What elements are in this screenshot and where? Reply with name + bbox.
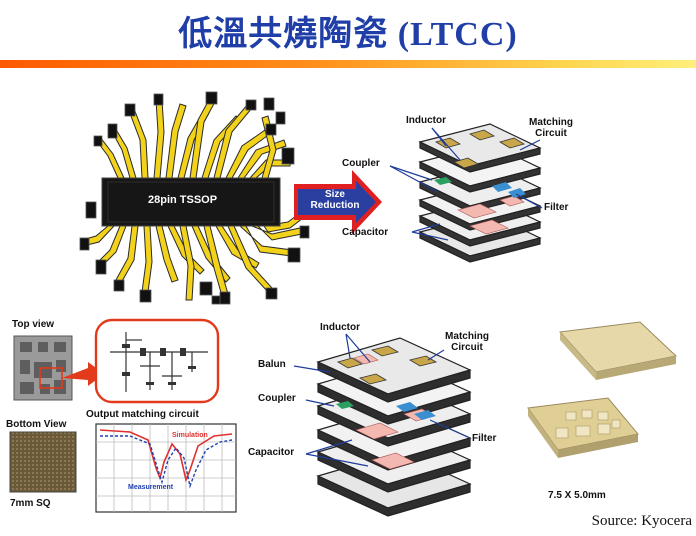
bottom-balun-label: Balun [258, 359, 286, 370]
chip-label: 28pin TSSOP [148, 194, 218, 206]
bottom-matching-line2: Circuit [451, 342, 483, 353]
size-square-label: 7mm SQ [10, 498, 51, 509]
top-view-label: Top view [12, 319, 55, 330]
plot-simulation-label: Simulation [172, 432, 208, 439]
title-underline-bar [0, 60, 696, 68]
package-size-label: 7.5 X 5.0mm [548, 490, 606, 501]
ltcc-layer-stack-bottom [293, 333, 472, 517]
bottom-inductor-label: Inductor [320, 322, 360, 333]
response-plot [95, 423, 237, 513]
output-matching-schematic [94, 318, 220, 404]
source-credit: Source: Kyocera [591, 513, 692, 529]
top-inductor-label: Inductor [406, 115, 446, 126]
size-reduction-arrow [294, 170, 382, 234]
bottom-coupler-label: Coupler [258, 393, 296, 404]
top-matching-circuit-label: Matching Circuit [520, 117, 582, 139]
size-reduction-label: Size Reduction [300, 189, 370, 211]
bottom-filter-label: Filter [472, 433, 497, 444]
ltcc-layer-stack-top [389, 123, 543, 263]
size-reduction-line1: Size [324, 189, 345, 200]
top-matching-line2: Circuit [535, 128, 567, 139]
plot-measurement-label: Measurement [128, 484, 174, 491]
top-matching-line1: Matching [529, 117, 573, 128]
bottom-view-photo [9, 431, 77, 493]
page-title: 低溫共燒陶瓷 (LTCC) [178, 16, 518, 53]
bottom-capacitor-label: Capacitor [248, 447, 295, 458]
top-view-photo [13, 335, 73, 401]
output-matching-label: Output matching circuit [86, 409, 199, 420]
top-coupler-label: Coupler [342, 158, 380, 169]
tssop-chip-illustration [79, 91, 310, 305]
top-filter-label: Filter [544, 202, 569, 213]
top-capacitor-label: Capacitor [342, 227, 389, 238]
callout-arrow [62, 362, 104, 386]
bottom-view-label: Bottom View [6, 419, 67, 430]
size-reduction-line2: Reduction [310, 200, 360, 211]
bottom-matching-line1: Matching [445, 331, 489, 342]
ltcc-package-photo [527, 321, 678, 458]
bottom-matching-circuit-label: Matching Circuit [434, 331, 500, 353]
